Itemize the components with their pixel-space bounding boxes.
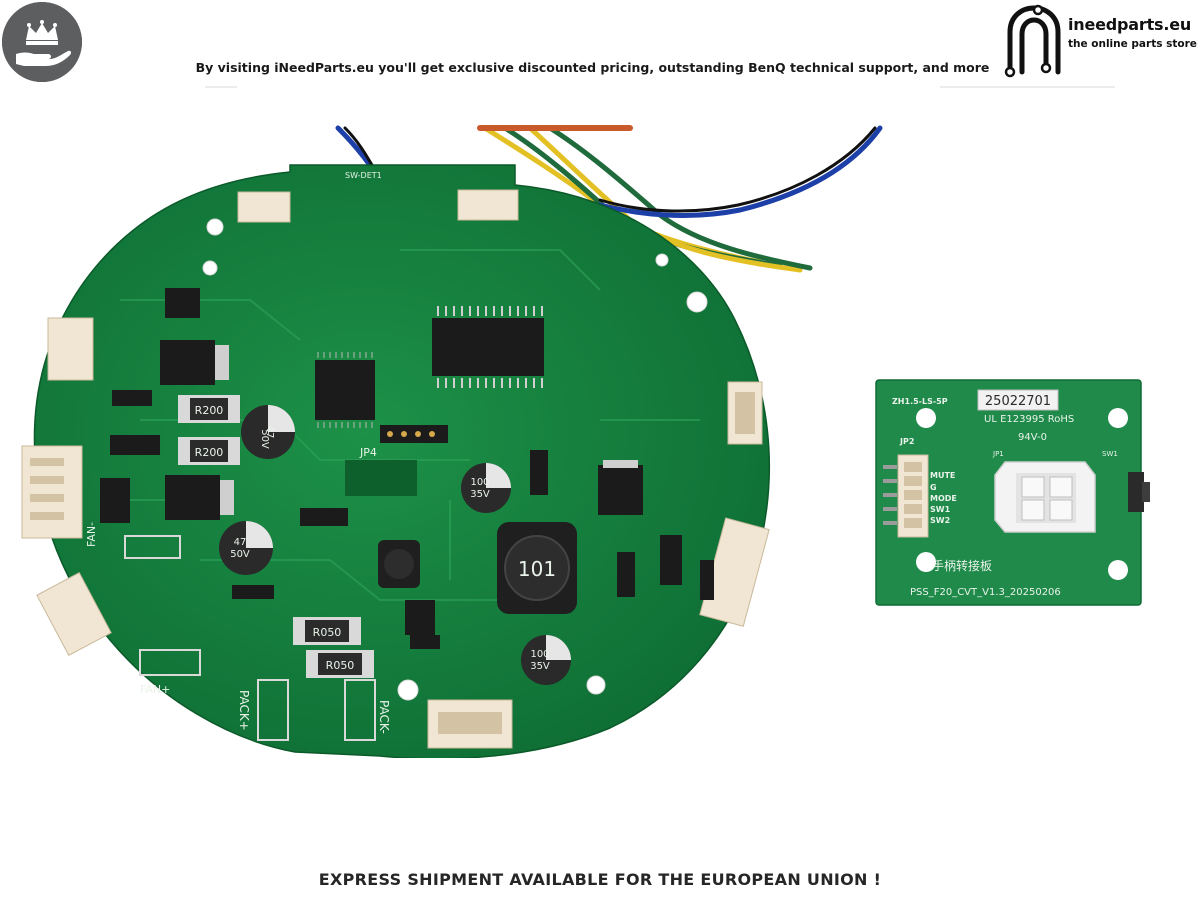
circuit-n-logo-icon [1004, 4, 1061, 78]
shunt-resistor: R200 [178, 395, 240, 423]
svg-text:SW1: SW1 [930, 505, 951, 514]
label-chinese: 手柄转接板 [932, 558, 992, 573]
svg-text:35V: 35V [530, 661, 550, 672]
serial-sticker [977, 389, 1059, 411]
tact-switch [1128, 472, 1144, 512]
crown-badge[interactable] [2, 2, 82, 82]
small-inductor [378, 540, 420, 588]
svg-text:SW2: SW2 [930, 516, 950, 525]
shunt-resistor: R050 [306, 650, 374, 678]
label-sw1: SW1 [1102, 450, 1118, 458]
brand-name: ineedparts.eu [1068, 15, 1192, 34]
product-photo-svg: R200 R200 R050 R050 47 5 [21, 125, 1150, 758]
label-pack-minus: PACK- [377, 700, 391, 734]
svg-text:47: 47 [234, 537, 247, 548]
svg-text:100: 100 [470, 477, 489, 488]
capacitor: 100 35V [461, 463, 511, 513]
label-fan-plus: FAN+ [140, 683, 170, 696]
label-jp4: JP4 [359, 446, 377, 459]
mcu-chip [315, 360, 375, 420]
product-photo: R200 R200 R050 R050 47 5 [0, 118, 1200, 758]
svg-text:35V: 35V [470, 489, 490, 500]
label-jp2: JP2 [899, 437, 914, 446]
inductor: 101 [497, 522, 577, 614]
svg-text:MUTE: MUTE [930, 471, 955, 480]
capacitor: 47 50V [219, 521, 273, 575]
svg-text:R050: R050 [313, 626, 342, 639]
svg-text:101: 101 [518, 557, 556, 581]
adapter-board: 25022701 ZH1.5-LS-5P UL E123995 RoHS 94V… [875, 379, 1150, 606]
svg-text:50V: 50V [259, 429, 270, 449]
svg-text:MODE: MODE [930, 494, 957, 503]
main-board: R200 R200 R050 R050 47 5 [21, 125, 883, 758]
divider-left [205, 86, 237, 88]
svg-text:R050: R050 [326, 659, 355, 672]
header-tagline: By visiting iNeedParts.eu you'll get exc… [195, 60, 990, 75]
label-sw-det: SW-DET1 [345, 171, 382, 180]
serial-number: 25022701 [985, 394, 1051, 409]
label-cert: UL E123995 RoHS [984, 414, 1074, 425]
shipping-notice: EXPRESS SHIPMENT AVAILABLE FOR THE EUROP… [318, 870, 882, 889]
svg-text:R200: R200 [195, 446, 224, 459]
shunt-resistor: R050 [293, 617, 361, 645]
capacitor: 47 50V [241, 405, 295, 459]
brand-tagline: the online parts store [1068, 38, 1197, 50]
label-connector: ZH1.5-LS-5P [892, 397, 948, 406]
label-rating: 94V-0 [1018, 432, 1047, 443]
driver-chip [432, 318, 544, 376]
label-model: PSS_F20_CVT_V1.3_20250206 [910, 587, 1061, 598]
label-pack-plus: PACK+ [237, 690, 251, 731]
label-jp1: JP1 [992, 450, 1004, 458]
divider-right [940, 86, 1115, 88]
capacitor: 100 35V [521, 635, 571, 685]
power-connector [994, 461, 1096, 533]
svg-text:100: 100 [530, 649, 549, 660]
svg-text:50V: 50V [230, 549, 250, 560]
svg-text:R200: R200 [195, 404, 224, 417]
svg-text:G: G [930, 483, 937, 492]
svg-text:47: 47 [264, 426, 275, 439]
shunt-resistor: R200 [178, 437, 240, 465]
crown-hand-icon [2, 2, 82, 82]
label-fan-minus: FAN- [85, 522, 98, 547]
brand-logo[interactable]: ineedparts.eu the online parts store [1002, 2, 1198, 80]
